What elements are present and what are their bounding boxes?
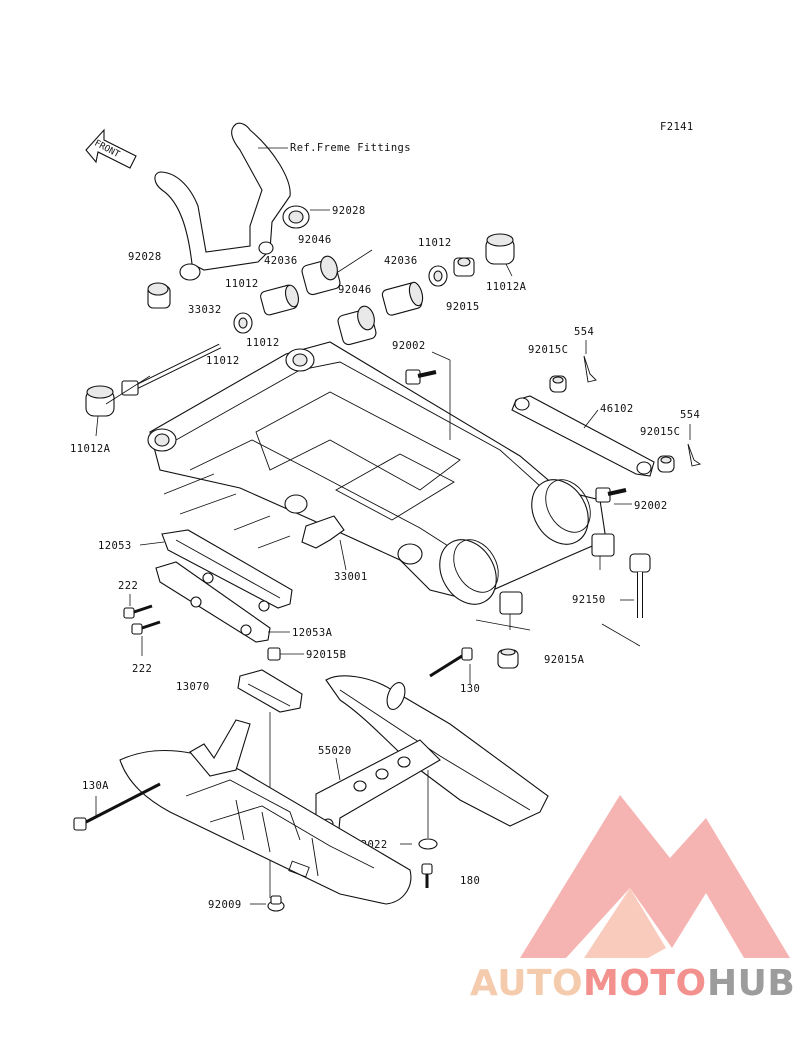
- label-12053A: 12053A: [292, 627, 333, 639]
- label-92015B: 92015B: [306, 649, 346, 661]
- bolt-92002-right: [595, 487, 632, 505]
- label-11012-b: 11012: [418, 237, 452, 249]
- label-92028-right: 92028: [332, 205, 366, 217]
- screw-222-b: [131, 620, 161, 656]
- label-222-a: 222: [118, 580, 138, 592]
- frame-fitting-bracket: [154, 122, 291, 281]
- cap-11012A-right: [485, 233, 515, 277]
- seal-11012-a: [233, 312, 253, 334]
- label-42036-right: 42036: [384, 255, 418, 267]
- watermark-logo: AUTO MOTO HUB: [470, 795, 795, 1004]
- label-55020: 55020: [318, 745, 352, 757]
- bearing-92046-mid: [337, 305, 377, 346]
- label-554-b: 554: [680, 409, 700, 421]
- label-92015C-a: 92015C: [528, 344, 568, 356]
- torque-link-46102: [511, 395, 655, 477]
- pivot-bolt-33032: [105, 343, 222, 405]
- spacer-42036-left: [260, 284, 300, 316]
- front-arrow-icon: FRONT: [85, 128, 137, 169]
- nut-92015C-a: [549, 375, 567, 393]
- label-92015: 92015: [446, 301, 480, 313]
- watermark-text-hub: HUB: [707, 963, 795, 1004]
- label-11012-a: 11012: [225, 278, 259, 290]
- cap-11012A-left: [85, 385, 115, 437]
- spacer-92015B: [267, 647, 304, 661]
- label-46102: 46102: [600, 403, 634, 415]
- seal-11012-b: [428, 265, 448, 287]
- label-180: 180: [460, 875, 480, 887]
- label-92046-top: 92046: [298, 234, 332, 246]
- watermark-text-moto: MOTO: [583, 963, 707, 1004]
- label-13070: 13070: [176, 681, 210, 693]
- label-11012A-left: 11012A: [70, 443, 111, 455]
- figure-code: F2141: [660, 121, 694, 133]
- bolt-180: [421, 863, 433, 888]
- label-42036-left: 42036: [264, 255, 298, 267]
- label-130: 130: [460, 683, 480, 695]
- label-33032: 33032: [188, 304, 222, 316]
- label-92028-left: 92028: [128, 251, 162, 263]
- bushing-92028-left: [147, 282, 171, 309]
- label-92015C-b: 92015C: [640, 426, 680, 438]
- chain-guide-12053A: [155, 561, 290, 643]
- label-92150: 92150: [572, 594, 606, 606]
- label-222-b: 222: [132, 663, 152, 675]
- label-11012-c: 11012: [246, 337, 280, 349]
- label-130A: 130A: [82, 780, 109, 792]
- label-92002-right: 92002: [634, 500, 668, 512]
- label-11012-d: 11012: [206, 355, 240, 367]
- nut-92015A: [497, 648, 519, 669]
- bolt-130: [429, 647, 473, 684]
- label-92046-mid: 92046: [338, 284, 372, 296]
- swing-arm: [147, 341, 615, 630]
- cotter-pin-554-a: [583, 340, 597, 383]
- screw-222-a: [123, 594, 153, 619]
- bolt-130A: [73, 782, 161, 831]
- chain-guard-lower: [119, 719, 412, 905]
- bushing-92028-right: [282, 205, 330, 229]
- hidden-lines: [163, 473, 641, 647]
- chain-guide-12053: [139, 529, 293, 612]
- spacer-42036-right: [381, 281, 424, 316]
- watermark-text-auto: AUTO: [470, 963, 583, 1004]
- cotter-pin-554-b: [687, 424, 702, 467]
- label-11012A-right: 11012A: [486, 281, 527, 293]
- bearing-92046-top: [301, 249, 373, 296]
- chain-case-55020: [315, 675, 549, 841]
- label-554-a: 554: [574, 326, 594, 338]
- bolt-92002-top: [405, 351, 451, 440]
- nut-92015C-b: [657, 455, 675, 473]
- label-92002-top: 92002: [392, 340, 426, 352]
- label-92009: 92009: [208, 899, 242, 911]
- label-12053: 12053: [98, 540, 132, 552]
- stud-92150: [620, 553, 651, 618]
- collar-92015: [453, 257, 475, 277]
- label-33001: 33001: [334, 571, 368, 583]
- label-92015A: 92015A: [544, 654, 585, 666]
- label-ref-frame-fittings: Ref.Freme Fittings: [290, 142, 411, 154]
- washer-92022: [400, 770, 438, 850]
- fastener-92009: [250, 895, 285, 912]
